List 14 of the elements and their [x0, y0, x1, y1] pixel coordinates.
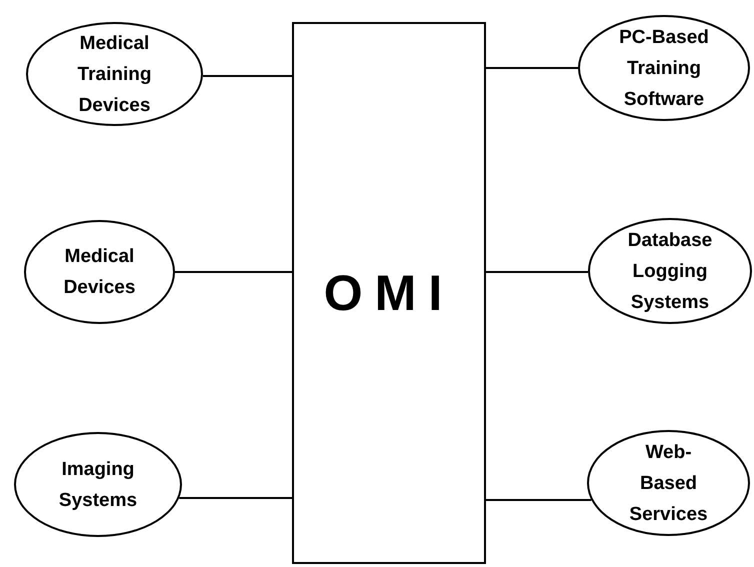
node-label: Medical Training Devices: [76, 32, 152, 118]
connector-line: [486, 499, 592, 501]
node-label: Web-Based Services: [628, 440, 709, 526]
interface-box: [292, 22, 486, 564]
connector-line: [179, 497, 292, 499]
node-label: Medical Devices: [62, 245, 136, 300]
connector-line: [202, 75, 292, 77]
node-label: Imaging Systems: [58, 458, 138, 512]
box-title: OMI: [324, 264, 454, 322]
connector-line: [486, 67, 578, 69]
node-label: PC-Based Training Software: [618, 26, 710, 112]
connector-line: [175, 271, 292, 273]
connector-line: [486, 271, 588, 273]
node-label: Database Logging Systems: [626, 228, 714, 314]
